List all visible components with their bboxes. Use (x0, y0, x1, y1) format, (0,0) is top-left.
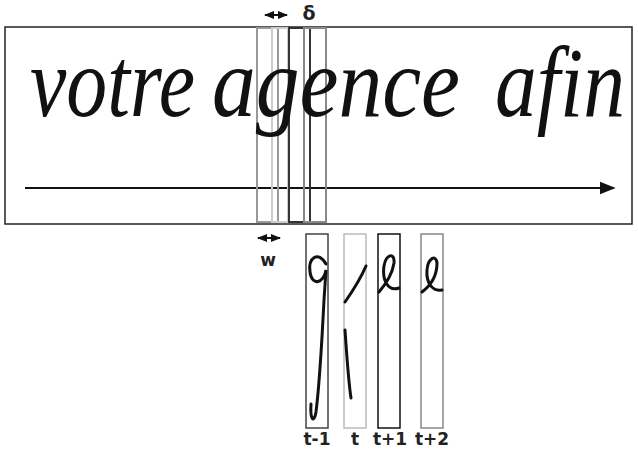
shift-symbol: δ (302, 4, 315, 23)
time-index: t+1 (373, 431, 407, 448)
time-index: t+2 (415, 431, 449, 448)
frame-crop (421, 234, 443, 428)
frame-crop (378, 234, 400, 428)
handwritten-word: agence (212, 33, 460, 133)
ink-stroke (345, 330, 351, 398)
time-index: t (351, 431, 359, 448)
ink-strokes (310, 256, 442, 419)
frame-crop (344, 234, 366, 428)
ink-stroke (345, 266, 366, 302)
ink-stroke (379, 256, 399, 292)
ink-stroke (310, 257, 326, 419)
handwritten-word: votre (30, 33, 195, 133)
shift-dimension (265, 14, 287, 16)
handwritten-word: afin (495, 33, 625, 133)
time-index: t-1 (303, 431, 330, 448)
width-symbol: w (260, 252, 276, 269)
frame-crop (306, 234, 328, 428)
width-dimension (258, 237, 280, 239)
ink-stroke (422, 258, 442, 292)
reading-direction-arrow (25, 187, 614, 189)
image-frame (5, 27, 632, 224)
